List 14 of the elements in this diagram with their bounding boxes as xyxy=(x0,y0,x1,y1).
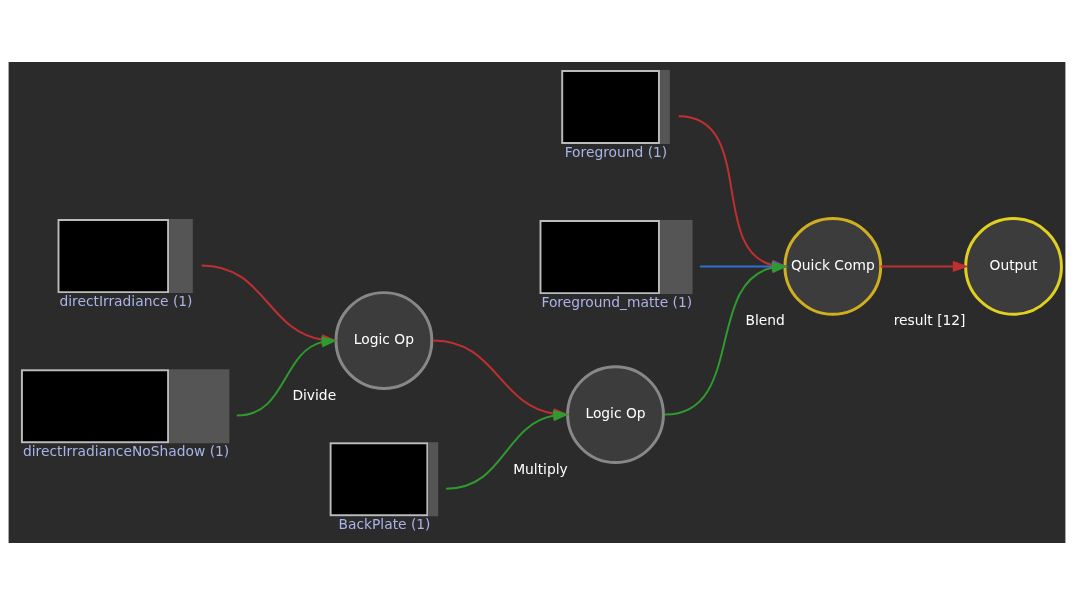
node-circle: Logic Op xyxy=(566,365,665,464)
node-label: Foreground (1) xyxy=(564,144,668,161)
node-circle: Logic Op xyxy=(334,291,434,390)
node-label: Divide xyxy=(292,386,337,403)
node-circle: Output xyxy=(964,217,1063,316)
node-circle: Quick Comp xyxy=(783,217,883,316)
arrow xyxy=(879,260,969,272)
node-label: directIrradianceNoShadow (1) xyxy=(22,443,230,460)
node-label: BackPlate (1) xyxy=(338,516,431,533)
node-label: Blend xyxy=(745,312,785,329)
node-label: directIrradiance (1) xyxy=(59,293,193,310)
node-label: result [12] xyxy=(893,312,966,329)
node-label: Foreground_matte (1) xyxy=(541,294,693,311)
node-label: Multiply xyxy=(513,460,568,477)
